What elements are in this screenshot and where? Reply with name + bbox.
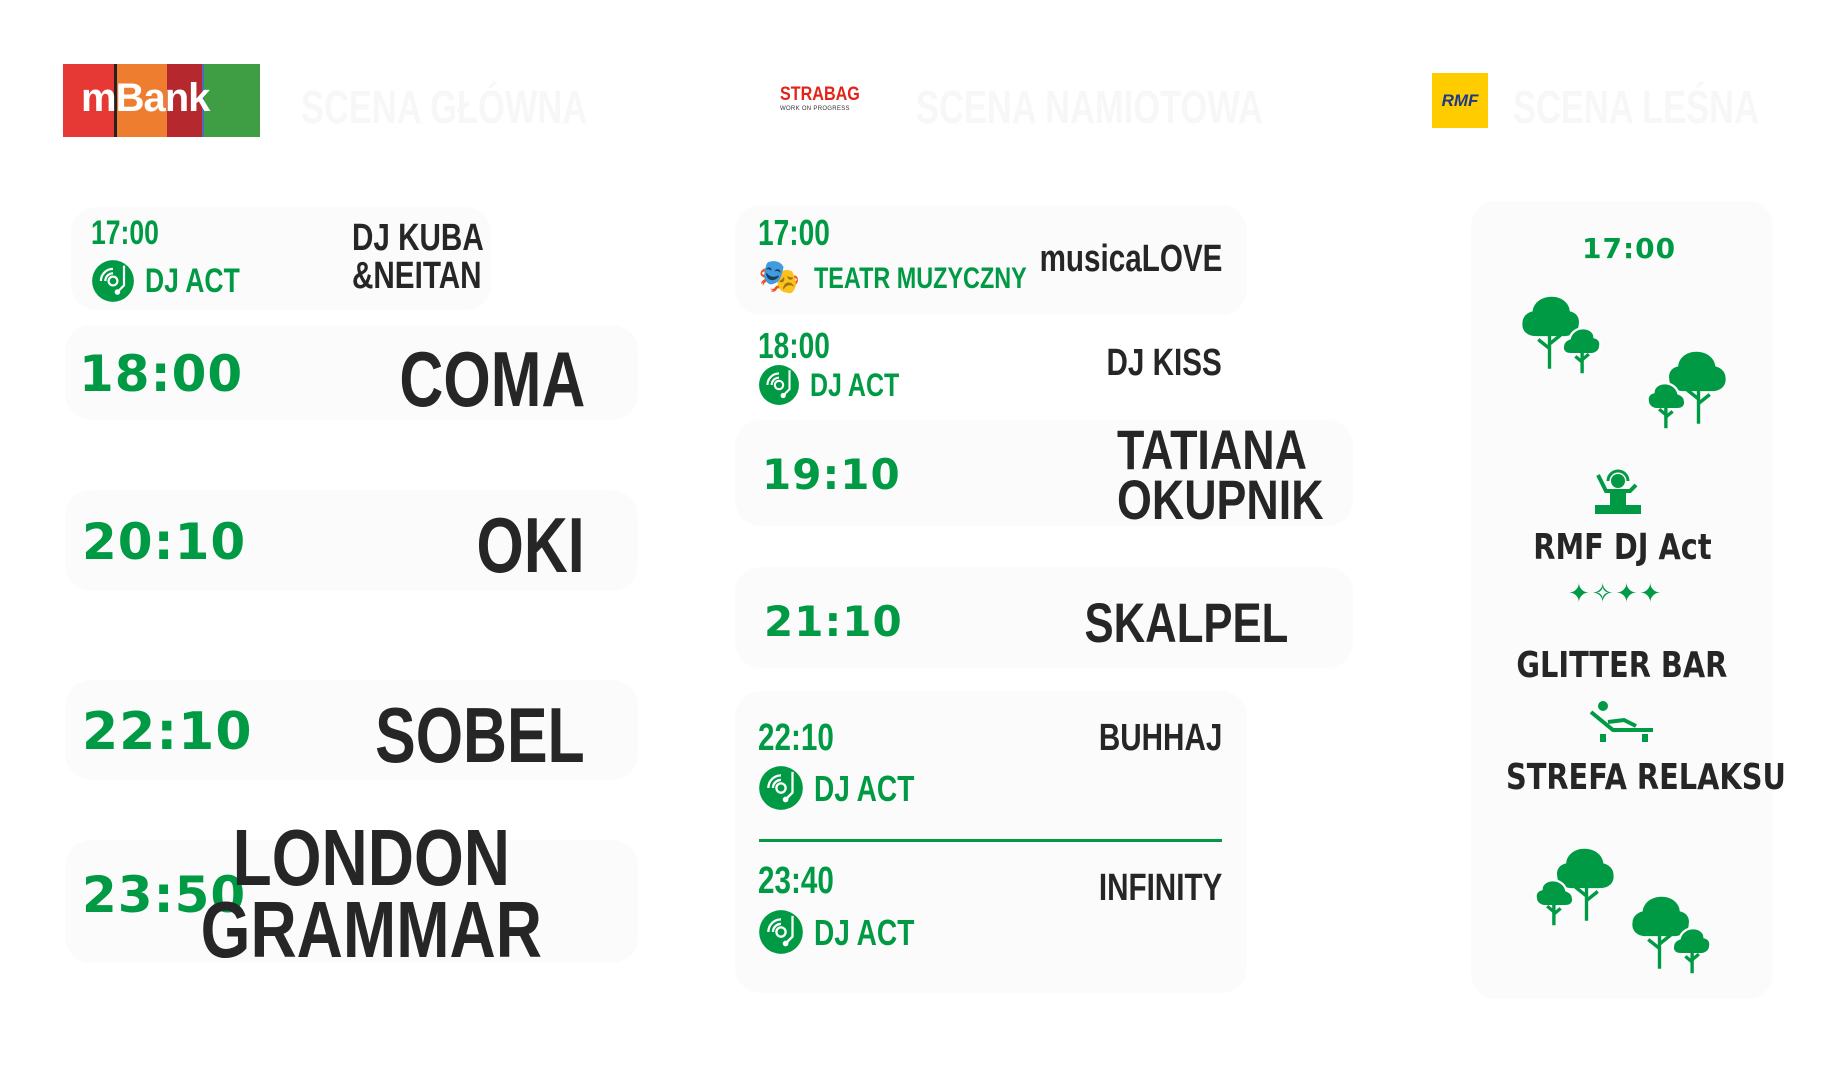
time: 17:00 — [758, 212, 830, 253]
strabag-logo-text: STRABAG — [780, 84, 860, 105]
artist-name: COMA — [399, 335, 585, 423]
attraction-label-text: GLITTER BAR — [1516, 645, 1728, 686]
time: 18:00 — [758, 325, 830, 366]
time: 19:10 — [762, 450, 901, 499]
tree-icon — [1528, 842, 1618, 932]
tag-label: DJ ACT — [814, 768, 915, 809]
artist-name: DJ KUBA &NEITAN — [352, 219, 484, 295]
stage-title-tent: SCENA NAMIOTOWA — [916, 81, 1263, 133]
schedule-card — [65, 490, 638, 591]
stage-title-main: SCENA GŁÓWNA — [301, 81, 588, 133]
schedule-card — [1471, 201, 1773, 999]
time: 23:50 — [82, 866, 247, 924]
time: 21:10 — [764, 597, 903, 646]
turntable-icon — [758, 909, 804, 955]
schedule-card — [71, 207, 491, 310]
schedule-card — [735, 205, 1247, 315]
artist-line: OKUPNIK — [1117, 468, 1324, 531]
strabag-logo: STRABAG WORK ON PROGRESS — [780, 84, 870, 112]
schedule-card — [65, 680, 638, 780]
attraction-label: GLITTER BAR — [1471, 644, 1773, 686]
mbank-logo: mBank — [63, 64, 261, 137]
artist-line: LONDON — [233, 813, 511, 902]
dj-icon — [1595, 469, 1641, 514]
artist-line: GRAMMAR — [201, 885, 543, 974]
time: 22:10 — [82, 702, 253, 762]
tree-icon — [1518, 290, 1608, 380]
artist-name: SKALPEL — [1084, 591, 1288, 654]
artist-name: LONDON GRAMMAR — [158, 813, 585, 974]
tree-icon — [1640, 345, 1730, 435]
sparkles-icon: ✦✧✦✦ — [1568, 578, 1664, 608]
artist-name: SOBEL — [375, 691, 585, 779]
artist-name: DJ KISS — [1106, 342, 1222, 384]
artist-name: OKI — [476, 501, 585, 589]
rmf-logo: RMF — [1432, 73, 1488, 128]
tree-icon — [1628, 890, 1718, 980]
tag-label: DJ ACT — [814, 912, 915, 953]
lounge-chair-icon — [1589, 701, 1653, 742]
stage-title-forest: SCENA LEŚNA — [1513, 81, 1759, 133]
schedule-card — [735, 420, 1353, 526]
divider — [759, 839, 1222, 842]
artist-name: BUHHAJ — [1098, 717, 1222, 759]
artist-name: TATIANA OKUPNIK — [1097, 418, 1324, 531]
time: 17:00 — [91, 214, 159, 252]
tag-label: DJ ACT — [810, 367, 900, 403]
attraction-label: STREFA RELAKSU — [1471, 756, 1786, 798]
turntable-icon — [758, 765, 804, 811]
strabag-tagline: WORK ON PROGRESS — [780, 106, 850, 112]
schedule-card — [735, 691, 1247, 993]
time: 18:00 — [79, 345, 244, 403]
schedule-card — [735, 567, 1353, 668]
artist-name: musicaLOVE — [1039, 238, 1222, 280]
tag-label: TEATR MUZYCZNY — [814, 262, 1027, 295]
artist-line: DJ KUBA — [352, 217, 484, 259]
mbank-logo-text: mBank — [81, 76, 210, 120]
time: 23:40 — [758, 860, 834, 902]
attraction-label-text: STREFA RELAKSU — [1505, 757, 1786, 798]
artist-line: TATIANA — [1117, 418, 1307, 481]
time: 17:00 — [1582, 232, 1677, 265]
schedule-card — [65, 325, 638, 420]
attraction-label: RMF DJ Act — [1471, 526, 1773, 568]
schedule-card — [65, 840, 638, 963]
time: 22:10 — [758, 717, 834, 759]
rmf-logo-text: RMF — [1441, 90, 1479, 110]
attraction-label-text: RMF DJ Act — [1532, 527, 1712, 568]
turntable-icon — [758, 364, 800, 406]
tag-label: DJ ACT — [145, 262, 240, 300]
artist-line: &NEITAN — [352, 255, 482, 297]
turntable-icon — [91, 259, 135, 303]
time: 20:10 — [82, 513, 247, 571]
theater-masks-icon: 🎭 — [758, 258, 801, 296]
artist-name: INFINITY — [1098, 867, 1222, 909]
